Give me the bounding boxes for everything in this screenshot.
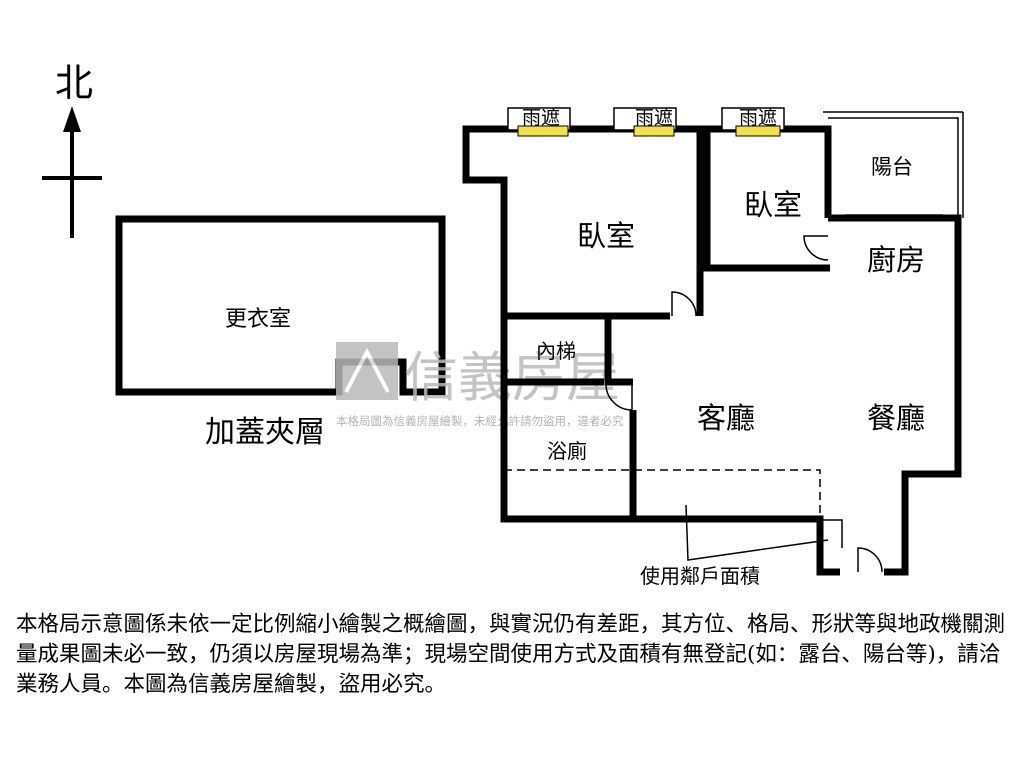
floor-plan: 北 更衣室 加蓋夾層 信義房屋 本格局圖為信義房屋繪製，未經允許請勿盜用，違者必…: [42, 61, 964, 588]
balcony-outline: [828, 117, 959, 218]
north-label: 北: [55, 61, 93, 105]
north-arrow-icon: [63, 106, 81, 132]
watermark-logo-mark-icon: [344, 347, 390, 393]
watermark: 信義房屋 本格局圖為信義房屋繪製，未經允許請勿盜用，違者必究: [336, 342, 624, 428]
apartment-walls: [462, 125, 962, 576]
compass: 北: [42, 61, 102, 238]
mezzanine: 更衣室 加蓋夾層: [115, 215, 446, 450]
awning-2-label: 雨遮: [635, 107, 673, 129]
watermark-brand: 信義房屋: [404, 346, 620, 409]
living-room-label: 客廳: [697, 401, 755, 435]
south-wall: [637, 515, 840, 576]
awnings: 雨遮 雨遮 雨遮: [507, 107, 785, 137]
watermark-notice: 本格局圖為信義房屋繪製，未經允許請勿盜用，違者必究: [336, 414, 624, 428]
room-labels: 臥室 臥室 陽台 廚房 內梯 客廳 餐廳 浴廁: [536, 155, 925, 463]
bedroom1-door-icon: [671, 291, 697, 317]
neighbor-area: 使用鄰戶面積: [504, 469, 829, 588]
neighbor-area-dashed-outline: [504, 469, 821, 519]
north-top-wall: [466, 125, 832, 218]
awning-3-label: 雨遮: [739, 107, 777, 129]
neighbor-area-leader: [685, 504, 829, 561]
bedroom-divider-wall: [703, 129, 830, 272]
dressing-room-label: 更衣室: [225, 307, 291, 332]
stairs-wall: [604, 316, 633, 386]
bedroom2-door-icon: [803, 235, 829, 261]
mezzanine-wall: [115, 215, 446, 396]
dining-room-label: 餐廳: [867, 401, 925, 435]
window-1: [517, 125, 569, 137]
disclaimer-text: 本格局示意圖係未依一定比例縮小繪製之概繪圖，與實況仍有差距，其方位、格局、形狀等…: [16, 612, 1006, 697]
bathroom-door-icon: [605, 383, 633, 411]
kitchen-label: 廚房: [867, 243, 925, 277]
awning-1-label: 雨遮: [522, 107, 560, 129]
bathroom-label: 浴廁: [547, 439, 587, 463]
stairs-label: 內梯: [536, 339, 576, 363]
east-wall: [828, 214, 962, 576]
entrance-door-icon: [857, 547, 883, 573]
balcony: [823, 111, 964, 218]
neighbor-area-label: 使用鄰戶面積: [640, 564, 760, 588]
window-2: [633, 125, 675, 137]
balcony-label: 陽台: [871, 155, 913, 179]
side-door-icon: [822, 519, 843, 548]
window-3: [735, 125, 781, 137]
bedroom-2-label: 臥室: [744, 188, 802, 222]
doors: [605, 235, 883, 573]
mezzanine-caption: 加蓋夾層: [205, 415, 325, 450]
bedroom-1-label: 臥室: [577, 219, 635, 253]
